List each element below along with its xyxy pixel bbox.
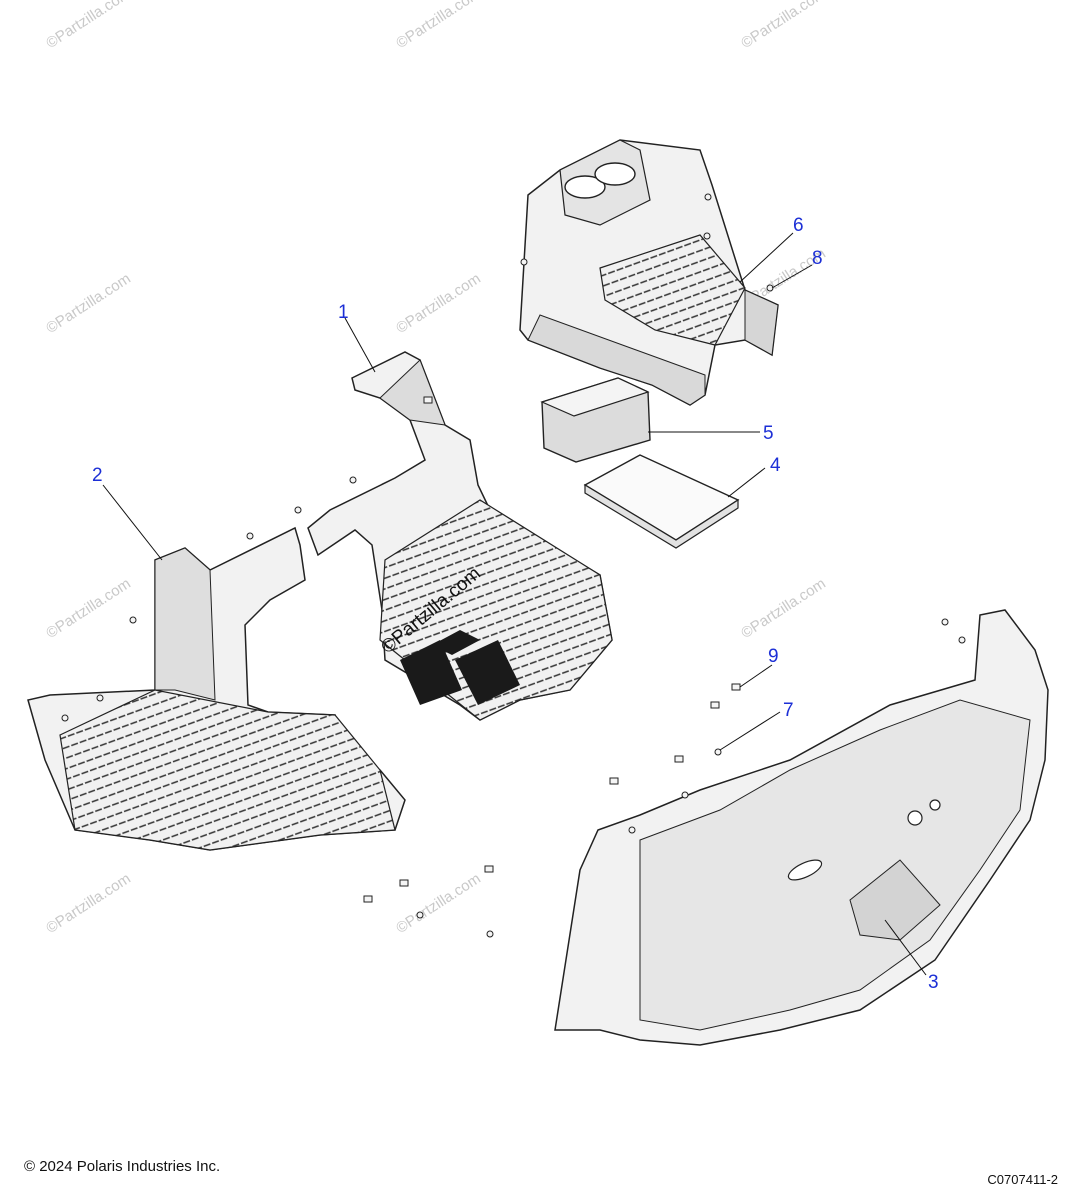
- callout-8[interactable]: 8: [812, 248, 823, 269]
- leader-lines: [102, 232, 927, 976]
- callout-4[interactable]: 4: [770, 455, 781, 476]
- callout-2[interactable]: 2: [92, 465, 103, 486]
- callout-9[interactable]: 9: [768, 646, 779, 667]
- part-2-left-floor: [27, 526, 406, 851]
- part-3-firewall-panel: [554, 609, 1049, 1046]
- part-6-console: [519, 139, 779, 406]
- diagram-code: C0707411-2: [987, 1172, 1058, 1187]
- part-5-storage-box: [540, 377, 651, 463]
- callout-7[interactable]: 7: [783, 700, 794, 721]
- fasteners: [61, 193, 966, 938]
- callout-3[interactable]: 3: [928, 972, 939, 993]
- callout-5[interactable]: 5: [763, 423, 774, 444]
- callout-1[interactable]: 1: [338, 302, 349, 323]
- callout-6[interactable]: 6: [793, 215, 804, 236]
- part-4-tray: [583, 454, 740, 549]
- copyright-text: © 2024 Polaris Industries Inc.: [24, 1158, 221, 1175]
- part-1-center-floor: [307, 351, 613, 721]
